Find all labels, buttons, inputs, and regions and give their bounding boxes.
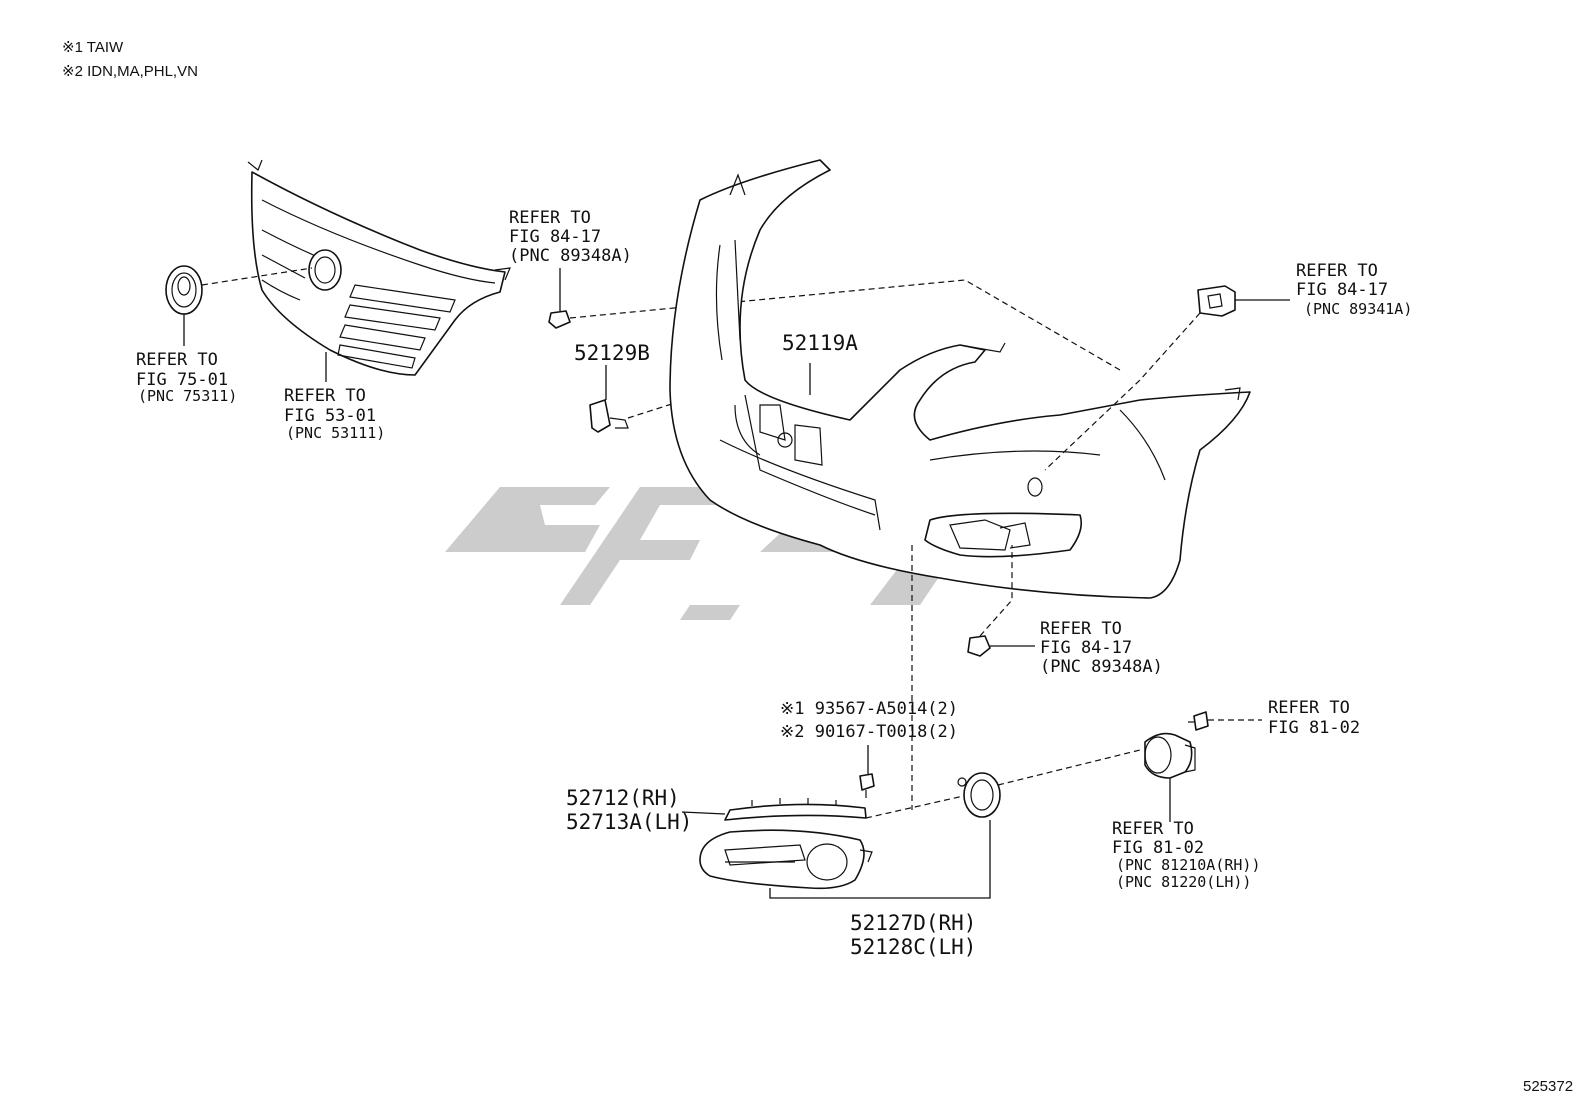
clip-top-ref-line2: FIG 84-17 (509, 227, 601, 247)
clip-right-drawing (1044, 285, 1290, 471)
screw-label-2: ※2 90167-T0018(2) (780, 722, 958, 742)
bolt-ref-line2: FIG 81-02 (1268, 718, 1360, 738)
bumper-cover-drawing (669, 159, 1251, 599)
clip-bottom-ref-line3: (PNC 89348A) (1040, 657, 1163, 677)
foglamp-drawing (1144, 732, 1196, 822)
foglamp-ref-line2: FIG 81-02 (1112, 838, 1204, 858)
clip-top-callout: REFER TO FIG 84-17 (PNC 89348A) (509, 208, 632, 266)
bolt-callout: REFER TO FIG 81-02 (1268, 698, 1360, 738)
foglamp-callout: REFER TO FIG 81-02 (PNC 81210A(RH)) (PNC… (1112, 819, 1261, 891)
clip-bottom-callout: REFER TO FIG 84-17 (PNC 89348A) (1040, 619, 1163, 677)
screw-drawing (859, 745, 875, 798)
foglamp-ref-line4: (PNC 81220(LH)) (1116, 873, 1251, 891)
bumper-cover-label: 52119A (782, 331, 858, 355)
emblem-ref-line3: (PNC 75311) (138, 387, 237, 405)
radiator-grille-drawing (247, 159, 511, 376)
clip-right-ref-line2: FIG 84-17 (1296, 280, 1388, 300)
clip-bottom-ref-line1: REFER TO (1040, 619, 1122, 639)
clip-top-ref-line3: (PNC 89348A) (509, 246, 632, 266)
molding-label-rh: 52712(RH) (566, 786, 680, 810)
grille-ref-line3: (PNC 53111) (286, 424, 385, 442)
clip-bottom-drawing (967, 545, 1035, 657)
molding-drawing (681, 789, 991, 821)
clip-right-ref-line1: REFER TO (1296, 261, 1378, 281)
bezel-label-rh: 52127D(RH) (850, 911, 976, 935)
clip-top-ref-line1: REFER TO (509, 208, 591, 228)
grille-ref-line1: REFER TO (284, 386, 366, 406)
clip-right-ref-line3: (PNC 89341A) (1304, 300, 1412, 318)
grille-callout: REFER TO FIG 53-01 (PNC 53111) (284, 386, 385, 442)
bolt-drawing (1188, 711, 1262, 731)
grille-ref-line2: FIG 53-01 (284, 406, 376, 426)
clip-bottom-ref-line2: FIG 84-17 (1040, 638, 1132, 658)
cover-cap-label: 52129B (574, 341, 650, 365)
foglamp-ref-line1: REFER TO (1112, 819, 1194, 839)
clip-right-callout: REFER TO FIG 84-17 (PNC 89341A) (1296, 261, 1412, 318)
molding-label-lh: 52713A(LH) (566, 810, 692, 834)
illustration-id: 525372 (1523, 1078, 1573, 1095)
emblem-ref-line2: FIG 75-01 (136, 370, 228, 390)
emblem-ref-line1: REFER TO (136, 350, 218, 370)
emblem-drawing (165, 265, 313, 346)
screw-label-1: ※1 93567-A5014(2) (780, 699, 958, 719)
bolt-ref-line1: REFER TO (1268, 698, 1350, 718)
bezel-label-lh: 52128C(LH) (850, 935, 976, 959)
foglamp-ref-line3: (PNC 81210A(RH)) (1116, 856, 1261, 874)
emblem-callout: REFER TO FIG 75-01 (PNC 75311) (136, 350, 237, 405)
legend-note-2: ※2 IDN,MA,PHL,VN (62, 63, 198, 80)
legend-note-1: ※1 TAIW (62, 39, 124, 56)
bezel-drawing (699, 820, 991, 899)
foglamp-ring-drawing (957, 749, 1141, 818)
